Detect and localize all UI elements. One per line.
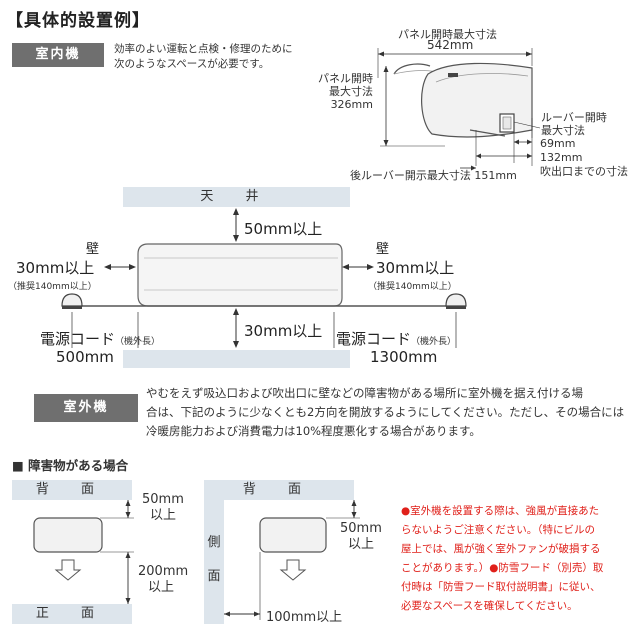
left-front-gap-suffix: 以上 <box>148 580 175 595</box>
indoor-description-line: 効率のよい運転と点検・修理のために <box>114 43 293 55</box>
outlet-label: 吹出口までの寸法 <box>540 165 628 178</box>
cord-left-label: 電源コード（機外長） <box>40 328 160 349</box>
caution-note-line: ことがあります。）●防雪フード（別売）取 <box>401 562 604 574</box>
panel-height-label: パネル開時 最大寸法 326mm <box>318 72 373 111</box>
caution-note-line: 必要なスペースを確保してください。 <box>401 600 578 612</box>
louver-label: ルーバー開時 最大寸法 <box>541 111 607 137</box>
left-front-gap: 200mm 以上 <box>138 564 188 596</box>
indoor-description-line: 次のようなスペースが必要です。 <box>114 58 270 70</box>
left-front-label: 正 面 <box>35 606 109 621</box>
panel-width-value: 542mm <box>427 38 474 52</box>
left-front-band: 正 面 <box>12 604 132 624</box>
caution-note-line: らないようご注意ください。（特にビルの <box>401 524 596 536</box>
ceiling-label: 天 井 <box>200 189 273 204</box>
rear-louver-label-text: 後ルーバー開示最大寸法 <box>350 169 471 182</box>
recommend-left: （推奨140mm以上） <box>8 282 97 292</box>
rear-louver-value: 151mm <box>474 169 517 182</box>
right-back-gap-suffix: 以上 <box>348 537 375 552</box>
indoor-unit-side-diagram <box>377 48 541 171</box>
right-side-band <box>204 480 224 624</box>
obstacle-heading: ■ 障害物がある場合 <box>12 458 129 473</box>
caution-note-line: 付時は「防雪フード取付説明書」に従い、 <box>401 581 601 593</box>
right-side-label: 側 面 <box>204 526 224 594</box>
louver-value: 69mm <box>540 137 576 150</box>
louver-label-line: ルーバー開時 <box>541 111 607 124</box>
outdoor-obstacle-diagram <box>33 500 360 620</box>
cord-right-label: 電源コード（機外長） <box>336 328 456 349</box>
left-front-gap-value: 200mm <box>138 564 189 579</box>
outdoor-unit-tag-label: 室外機 <box>63 400 109 415</box>
caution-note-line: 屋上では、風が強く室外ファンが破損する <box>401 543 601 555</box>
outdoor-description-line: 冷暖房能力および消費電力は10%程度悪化する場合があります。 <box>146 424 481 438</box>
ceiling-band: 天 井 <box>123 187 350 207</box>
left-back-label: 背 面 <box>35 482 109 497</box>
right-back-label: 背 面 <box>242 482 316 497</box>
right-back-gap: 50mm 以上 <box>340 521 382 553</box>
right-side-label-char: 側 <box>207 535 221 550</box>
right-back-band: 背 面 <box>204 480 354 500</box>
cord-left-note: （機外長） <box>115 337 161 347</box>
left-back-gap: 50mm 以上 <box>142 492 184 524</box>
left-back-gap-value: 50mm <box>142 492 184 507</box>
indoor-unit-tag: 室内機 <box>12 43 104 67</box>
page-title: 【具体的設置例】 <box>6 11 150 31</box>
wall-right-label: 壁 <box>376 242 390 257</box>
indoor-clearance-diagram <box>61 208 467 348</box>
rear-louver-label: 後ルーバー開示最大寸法 151mm <box>350 167 517 183</box>
bottom-clearance: 30mm以上 <box>244 322 323 340</box>
top-clearance: 50mm以上 <box>244 220 323 238</box>
cord-left-text: 電源コード <box>40 330 116 348</box>
cord-right-value: 1300mm <box>370 348 438 366</box>
louver-label-line: 最大寸法 <box>541 124 585 137</box>
side-left-clearance: 30mm以上 <box>16 259 95 277</box>
indoor-unit-tag-label: 室内機 <box>35 47 81 62</box>
cord-right-text: 電源コード <box>336 330 412 348</box>
outlet-value: 132mm <box>540 151 583 164</box>
left-back-band: 背 面 <box>12 480 132 500</box>
right-back-gap-value: 50mm <box>340 521 382 536</box>
indoor-description: 効率のよい運転と点検・修理のために 次のようなスペースが必要です。 <box>114 42 293 72</box>
outdoor-description-line: 合は、下記のように少なくとも2方向を開放するようにしてください。ただし、その場合… <box>146 405 625 419</box>
caution-note: ●室外機を設置する際は、強風が直接あた らないようご注意ください。（特にビルの … <box>401 502 637 616</box>
cord-right-note: （機外長） <box>411 337 457 347</box>
outdoor-description-line: やむをえず吸込口および吹出口に壁などの障害物がある場所に室外機を据え付ける場 <box>146 386 583 400</box>
right-side-label-char: 面 <box>207 569 221 584</box>
panel-height-label-line: 最大寸法 <box>329 85 373 98</box>
left-back-gap-suffix: 以上 <box>150 508 177 523</box>
outdoor-description: やむをえず吸込口および吹出口に壁などの障害物がある場所に室外機を据え付ける場 合… <box>146 384 636 441</box>
panel-height-label-line: パネル開時 <box>318 72 373 85</box>
caution-note-line: ●室外機を設置する際は、強風が直接あた <box>401 505 600 517</box>
wall-left-label: 壁 <box>86 242 100 257</box>
floor-band <box>123 350 350 368</box>
recommend-right: （推奨140mm以上） <box>368 282 457 292</box>
outdoor-unit-tag: 室外機 <box>34 394 138 422</box>
panel-height-value: 326mm <box>330 98 373 111</box>
right-side-gap: 100mm以上 <box>266 610 343 625</box>
cord-left-value: 500mm <box>56 348 114 366</box>
panel-width-label: パネル開時最大寸法 <box>398 28 497 41</box>
side-right-clearance: 30mm以上 <box>376 259 455 277</box>
